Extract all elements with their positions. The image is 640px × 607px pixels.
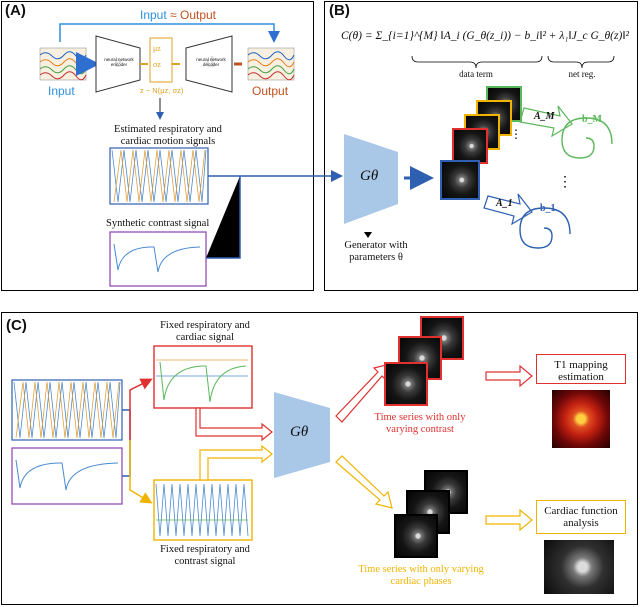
latent-mu: μz <box>153 44 161 53</box>
ts-cardiac-caption: Time series with only varying cardiac ph… <box>358 564 484 587</box>
panel-c-label: (C) <box>6 317 27 334</box>
spiral-b-1 <box>519 207 571 249</box>
data-term-label: data term <box>459 69 493 79</box>
c-cardiac-frame-1 <box>394 514 438 558</box>
generator-b-symbol: Gθ <box>360 168 379 184</box>
generator-c-symbol: Gθ <box>290 424 309 440</box>
red-hollow-arrow <box>195 407 273 442</box>
generator-c <box>274 392 330 478</box>
top-title: Input ≈ Output <box>140 8 216 22</box>
cardiac-function-box: Cardiac function analysis <box>536 500 626 534</box>
spiral-b-m <box>561 117 613 159</box>
svg-text:d: d <box>206 54 215 71</box>
decoder-label: neural network decoder <box>196 57 226 67</box>
title-output: Output <box>179 8 217 22</box>
cardiac-arrow <box>485 508 533 532</box>
title-approx: ≈ <box>170 8 177 22</box>
a-m-label: A_M <box>534 111 555 122</box>
output-label: Output <box>252 84 289 98</box>
fixed-resp-contrast-caption: Fixed respiratory and contrast signal <box>160 544 250 567</box>
fixed-resp-cardiac-caption: Fixed respiratory and cardiac signal <box>160 320 250 343</box>
title-input: Input <box>140 8 167 22</box>
t1-arrow <box>485 364 533 388</box>
panel-b <box>324 1 638 291</box>
motion-caption: Estimated respiratory and cardiac motion… <box>114 124 222 147</box>
c-contrast-frame-1 <box>384 362 428 406</box>
encoder-shape <box>95 35 141 93</box>
cardiac-analysis-image <box>544 540 614 594</box>
svg-text:⋮: ⋮ <box>510 127 522 141</box>
b-m-label: b_M <box>582 114 602 125</box>
panel-a-label: (A) <box>5 2 26 19</box>
svg-text:⋮: ⋮ <box>558 175 572 190</box>
mri-frame-1 <box>440 160 480 200</box>
c-contrast-box <box>11 447 123 505</box>
contrast-caption: Synthetic contrast signal <box>106 218 210 229</box>
generator-b <box>344 134 398 224</box>
net-reg-label: net reg. <box>568 69 596 79</box>
decoder-shape <box>185 35 233 93</box>
svg-text:e: e <box>114 54 121 71</box>
encoder-label: neural network encoder <box>104 57 134 67</box>
yellow-hollow-arrow <box>199 444 273 481</box>
a-1-label: A_1 <box>496 198 513 209</box>
latent-sigma: σz <box>153 60 161 69</box>
input-label: Input <box>48 84 75 98</box>
cost-formula: C(θ) = Σ_{i=1}^{M} ‖A_i (G_θ(z_i)) − b_i… <box>341 30 629 42</box>
latent-box <box>149 37 173 83</box>
generator-caption: Generator with parameters θ <box>344 240 408 263</box>
panel-c <box>1 312 638 605</box>
t1-map-image <box>552 390 610 448</box>
input-output-loop <box>59 23 280 43</box>
contrast-signal-box <box>109 231 207 287</box>
ts-contrast-caption: Time series with only varying contrast <box>374 412 466 435</box>
fixed-resp-cardiac-box <box>153 345 253 409</box>
panel-b-label: (B) <box>329 2 350 19</box>
b-1-label: b_1 <box>540 203 556 214</box>
t1-mapping-box: T1 mapping estimation <box>536 354 626 384</box>
arrow-a-m <box>519 105 573 138</box>
yellow-output-arrow <box>335 455 393 509</box>
panel-a <box>1 1 314 291</box>
latent-distribution: z ~ N(μz, σz) <box>140 86 184 95</box>
